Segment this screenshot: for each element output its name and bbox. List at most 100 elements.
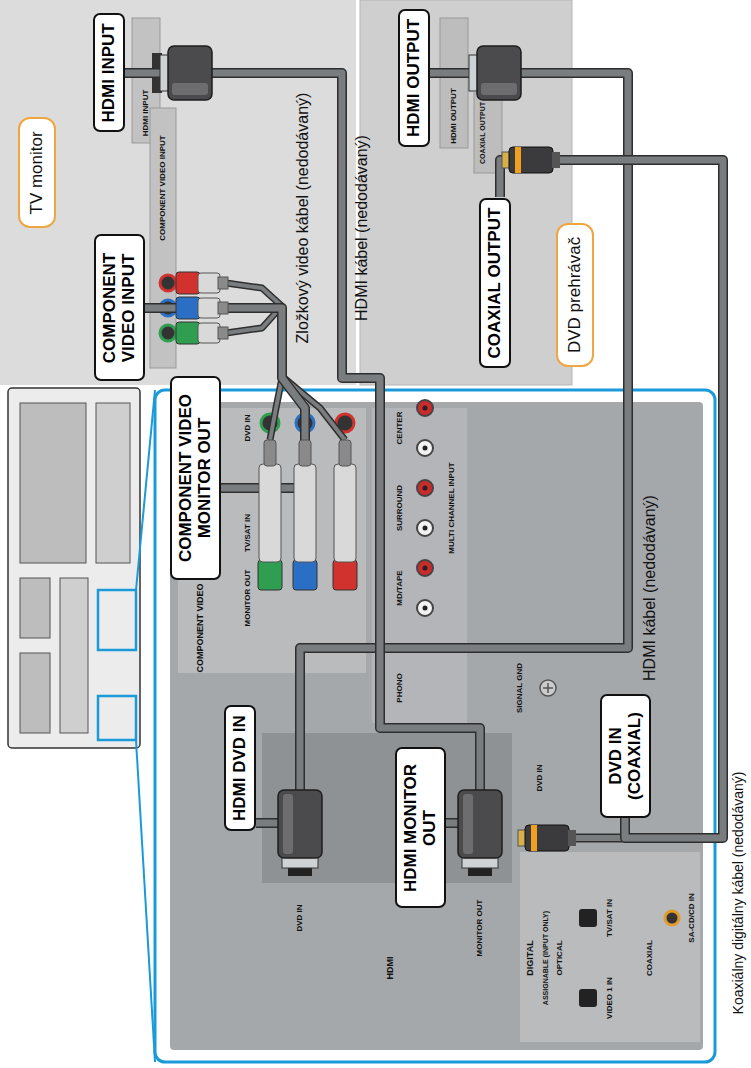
rca-plug-tail [218,277,228,289]
plug-highlight [283,794,293,854]
rca-plug-head [333,560,357,590]
coaxial-wire [574,835,626,841]
panel-label: DVD IN [296,904,304,931]
callout-text: COMPONENT VIDEO INPUT [100,245,139,372]
rca-plug [198,323,220,343]
wire-outline [270,378,282,440]
panel-label: SURROUND [396,485,404,531]
thumbnail-block [20,403,86,563]
optical-port [579,989,597,1007]
rca-plug-tail [339,440,351,466]
jack-pin [423,446,428,451]
coaxial-plug-tail [568,830,576,846]
cable [256,73,628,823]
panel-label: MONITOR OUT [244,570,252,627]
port-plate [440,18,468,148]
rca-plug-head [176,272,200,294]
thumbnail-block [60,578,88,733]
wire-outline [574,834,626,843]
panel-section [520,852,700,1042]
rca-jack [160,325,176,341]
rca-plug-tail [264,440,276,466]
thumbnail-block [20,653,50,733]
callout-text: COMPONENT VIDEO MONITOR OUT [176,386,215,570]
plug-highlight [172,83,208,95]
callout-box: COAXIAL OUTPUT [479,198,511,369]
jack-pin [423,406,428,411]
device-tag: TV monitor [18,117,56,228]
callout-text: DVD IN (COAXIAL) [606,704,645,808]
cable-group [500,160,723,838]
cable-group [125,73,480,823]
callout-text: HDMI DVD IN [230,715,250,821]
ground-screw [540,680,556,696]
callout-box: HDMI OUTPUT [398,9,430,147]
cable-label: Koaxiálny digitálny kábel (nedodávaný) [731,772,746,1015]
panel-label: TV/SAT IN [244,514,252,552]
cable-label: Zložkový video kábel (nedodávaný) [294,93,312,344]
rca-plug-head [176,322,200,344]
panel-label: COAXIAL [646,940,654,976]
rca-plug [294,464,316,562]
coaxial-plug-band [531,825,537,851]
panel-label: CENTER [396,412,404,445]
audio-jack [417,560,433,576]
panel-label: COAXIAL OUTPUT [479,102,486,164]
thumbnail-block [96,403,130,563]
panel-label: SA-CD/CD IN [688,893,696,942]
hdmi-plug [477,46,521,100]
panel-section [372,408,467,723]
panel-label: DIGITAL [526,940,535,975]
rca-plug [334,464,356,562]
panel-label: ASSIGNABLE (INPUT ONLY) [542,911,549,1005]
panel-label: VIDEO 1 IN [606,977,614,1019]
rca-plug [198,298,220,318]
audio-jack [417,480,433,496]
thumbnail-block [20,578,50,638]
cable [500,160,723,838]
panel-label: SIGNAL GND [516,663,524,713]
plug-highlight [481,83,517,95]
dvd-rear-panel [360,0,572,385]
cable-outline [500,160,723,838]
zoom-line [136,390,155,590]
rca-plug-tail [218,302,228,314]
callout-text: DVD prehrávač [565,237,585,353]
hdmi-plug [168,46,212,100]
audio-jack [417,400,433,416]
panel-label: TV/SAT IN [606,899,614,937]
screw-slot [543,683,553,693]
receiver-thumbnail [8,388,140,748]
coaxial-plug [525,825,569,851]
rca-jack [160,275,176,291]
audio-jack [417,520,433,536]
highlight-box [98,696,136,740]
panel-label: COMPONENT VIDEO [196,583,205,672]
rca-plug [198,273,220,293]
panel-label: HDMI INPUT [142,90,150,137]
callout-box: HDMI DVD IN [224,705,256,831]
coaxial-plug [509,147,553,173]
panel-label: DVD IN [536,764,544,791]
port-plate [150,108,176,368]
callout-box: COMPONENT VIDEO INPUT [94,235,145,382]
callout-box: HDMI MONITOR OUT [395,748,446,909]
jack-pin [423,606,428,611]
plug-highlight [463,794,473,854]
highlight-box [98,590,136,650]
panel-label: OPTICAL [556,940,564,975]
callout-box: DVD IN (COAXIAL) [600,694,651,818]
hdmi-plug [278,790,322,858]
cable-group [256,73,628,823]
optical-port [579,909,597,927]
coaxial-plug-tail [552,152,560,168]
cable-label: HDMI kábel (nedodávaný) [641,495,659,681]
audio-jack [417,600,433,616]
cable [125,73,480,823]
panel-label: HDMI [386,957,395,980]
cable-label: HDMI kábel (nedodávaný) [353,135,371,321]
rca-plug [259,464,281,562]
jack-pin [423,526,428,531]
panel-label: DVD IN [244,414,252,441]
